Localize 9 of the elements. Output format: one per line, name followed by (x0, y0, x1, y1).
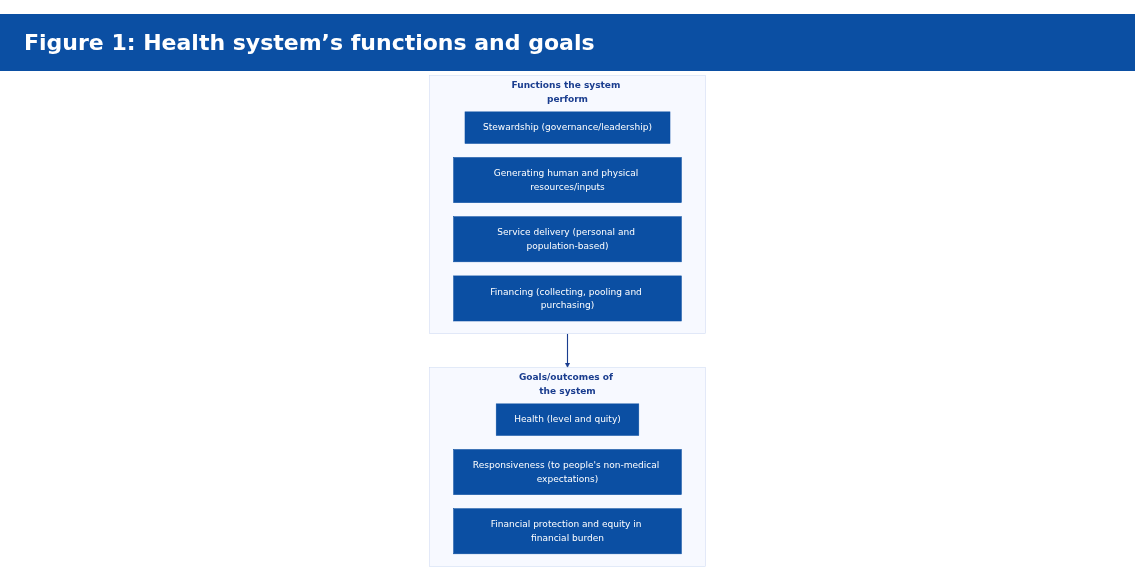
node-box: Generating human and physical resources/inputs (453, 157, 682, 203)
node-box: Financial protection and equity in financial burden (453, 508, 682, 555)
node-box: Stewardship (governance/leadership) (464, 111, 671, 144)
arrow (565, 333, 570, 368)
node-box: Service delivery (personal and population-based) (453, 216, 682, 263)
title: Figure 1: Health system’s functions and goals (0, 14, 1135, 71)
node-box: Financing (collecting, pooling and purchasing) (453, 275, 682, 322)
node-box: Health (level and quity) (495, 403, 640, 436)
node-box: Responsiveness (to people's non-medical expectations) (453, 449, 682, 495)
